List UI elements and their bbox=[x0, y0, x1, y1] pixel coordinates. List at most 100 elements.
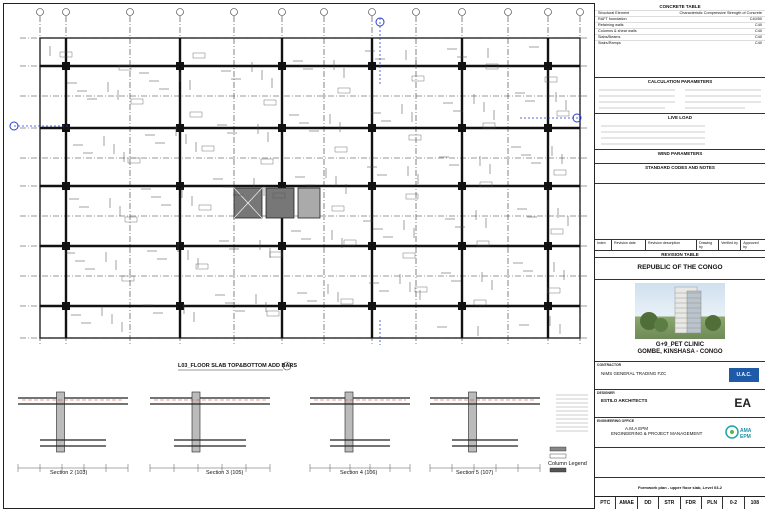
rebar-tag bbox=[411, 75, 425, 82]
section-4-label: Section 4 (106) bbox=[340, 470, 378, 476]
column bbox=[368, 124, 376, 132]
live-load-table: LIVE LOAD bbox=[595, 114, 765, 150]
ea-logo: EA bbox=[734, 396, 751, 410]
rebar-tag bbox=[118, 64, 132, 71]
rebar-tag bbox=[337, 87, 351, 94]
rebar-tag bbox=[343, 239, 357, 246]
column bbox=[278, 182, 286, 190]
revision-table: Index Revision date Revision description… bbox=[595, 240, 765, 258]
rebar-tag bbox=[547, 287, 561, 294]
section-cut-marker bbox=[572, 113, 582, 123]
rebar-tag bbox=[402, 252, 416, 259]
column bbox=[62, 124, 70, 132]
rebar-tag bbox=[198, 204, 212, 211]
column bbox=[278, 124, 286, 132]
column bbox=[176, 302, 184, 310]
section-5-wall bbox=[468, 391, 477, 453]
rebar-tag bbox=[485, 63, 499, 70]
ama-epm-logo: AMA EPM bbox=[725, 424, 761, 440]
standard-codes: STANDARD CODES AND NOTES bbox=[595, 164, 765, 184]
grid-bubble bbox=[504, 8, 512, 16]
column bbox=[176, 124, 184, 132]
column bbox=[368, 302, 376, 310]
column bbox=[176, 242, 184, 250]
rebar-tag bbox=[201, 145, 215, 152]
rebar-tag bbox=[266, 310, 280, 317]
legend-title: Column Legend bbox=[548, 461, 587, 467]
revision-area bbox=[595, 184, 765, 240]
column bbox=[278, 62, 286, 70]
section-cut-marker bbox=[9, 121, 19, 131]
column bbox=[544, 182, 552, 190]
column bbox=[458, 62, 466, 70]
column bbox=[176, 62, 184, 70]
rebar-tag bbox=[263, 99, 277, 106]
section-2-wall bbox=[56, 391, 65, 453]
rebar-tag bbox=[260, 158, 274, 165]
uac-logo: U.A.C. bbox=[729, 368, 759, 382]
column bbox=[544, 302, 552, 310]
column bbox=[278, 242, 286, 250]
grid-bubble bbox=[36, 8, 44, 16]
calculation-parameters: CALCULATION PARAMETERS bbox=[595, 78, 765, 114]
legend-swatch bbox=[549, 467, 567, 473]
grid-bubble bbox=[62, 8, 70, 16]
slab-opening bbox=[297, 187, 321, 219]
section-cut-marker bbox=[375, 17, 385, 27]
grid-bubble bbox=[458, 8, 466, 16]
section-2-label: Section 2 (103) bbox=[50, 470, 88, 476]
architect-box: DESIGNER ESTILO ARCHITECTS EA bbox=[595, 390, 765, 418]
rebar-tag bbox=[414, 286, 428, 293]
rebar-tag bbox=[121, 275, 135, 282]
grid-bubble bbox=[278, 8, 286, 16]
section-3-wall bbox=[191, 391, 201, 453]
rebar-tag bbox=[189, 111, 203, 118]
rebar-tag bbox=[192, 52, 206, 59]
grid-bubble bbox=[368, 8, 376, 16]
grid-bubble bbox=[126, 8, 134, 16]
rebar-tag bbox=[127, 157, 141, 164]
rebar-tag bbox=[130, 98, 144, 105]
rebar-tag bbox=[59, 51, 73, 58]
rebar-tag bbox=[331, 205, 345, 212]
plan-title-bubble bbox=[282, 361, 292, 371]
engineering-box: ENGINEERING OFFICE A.M.A EPM ENGINEERING… bbox=[595, 418, 765, 448]
plan-title: L03_FLOOR SLAB TOP&BOTTOM ADD BARS bbox=[178, 363, 298, 369]
rebar-tag bbox=[556, 110, 570, 117]
legend-swatch bbox=[549, 453, 567, 459]
client-box: REPUBLIC OF THE CONGO bbox=[595, 258, 765, 280]
column bbox=[368, 62, 376, 70]
column bbox=[458, 182, 466, 190]
wind-parameters: WIND PARAMETERS bbox=[595, 150, 765, 164]
rebar-tag bbox=[334, 146, 348, 153]
rebar-tag bbox=[479, 181, 493, 188]
section-5-label: Section 5 (107) bbox=[456, 470, 494, 476]
project-box: G+9_PET CLINIC GOMBE, KINSHASA - CONGO bbox=[595, 280, 765, 362]
rebar-tag bbox=[124, 216, 138, 223]
column bbox=[458, 302, 466, 310]
rebar-tag bbox=[405, 193, 419, 200]
rebar-tag bbox=[269, 251, 283, 258]
column bbox=[176, 182, 184, 190]
rebar-tag bbox=[272, 192, 286, 199]
grid-bubble bbox=[412, 8, 420, 16]
rebar-tag bbox=[473, 299, 487, 306]
legend-swatch bbox=[549, 446, 567, 452]
rebar-tag bbox=[476, 240, 490, 247]
column bbox=[458, 124, 466, 132]
column bbox=[278, 302, 286, 310]
column bbox=[62, 182, 70, 190]
opening-cross bbox=[233, 187, 263, 219]
column bbox=[62, 242, 70, 250]
rebar-tag bbox=[482, 122, 496, 129]
grid-bubble bbox=[544, 8, 552, 16]
column bbox=[544, 62, 552, 70]
column bbox=[62, 302, 70, 310]
column bbox=[544, 242, 552, 250]
rebar-tag bbox=[544, 76, 558, 83]
rebar-tag bbox=[408, 134, 422, 141]
slab-opening bbox=[265, 187, 295, 219]
grid-bubble bbox=[230, 8, 238, 16]
